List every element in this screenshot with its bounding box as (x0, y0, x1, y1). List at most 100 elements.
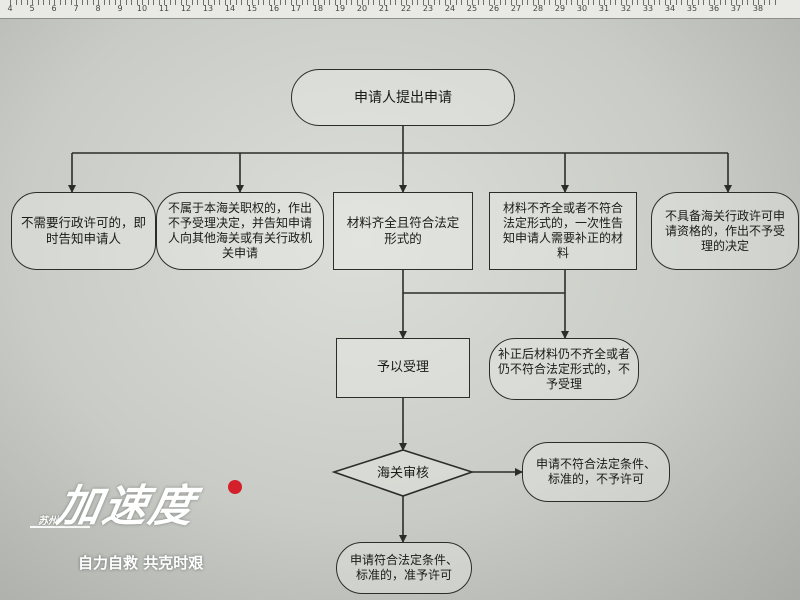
ruler-tick (692, 0, 693, 5)
ruler-tick (565, 0, 567, 5)
ruler-number: 32 (620, 4, 632, 13)
watermark-city: 苏州 (38, 516, 58, 527)
ruler-tick (263, 0, 264, 5)
ruler-tick (301, 0, 303, 5)
ruler-tick (571, 0, 572, 5)
branch-node-3: 材料齐全且符合法定形式的 (333, 192, 473, 270)
ruler-tick (604, 0, 605, 5)
branch-node-1: 不需要行政许可的，即时告知申请人 (11, 192, 156, 270)
watermark-underline (30, 526, 90, 528)
ruler-tick (109, 0, 110, 5)
ruler-tick (730, 0, 732, 5)
ruler-tick (516, 0, 517, 5)
ruler-number: 10 (136, 4, 148, 13)
ruler-tick (543, 0, 545, 5)
ruler-number: 23 (422, 4, 434, 13)
ruler-tick (681, 0, 682, 5)
ruler-tick (670, 0, 671, 5)
ruler-tick (505, 0, 506, 5)
ruler-tick (593, 0, 594, 5)
approve-node: 申请符合法定条件、标准的，准予许可 (336, 542, 472, 594)
ruler-tick (230, 0, 231, 5)
ruler-tick (774, 0, 776, 5)
ruler-tick (686, 0, 688, 5)
ruler-number: 33 (642, 4, 654, 13)
ruler-tick (560, 0, 561, 5)
ruler-tick (769, 0, 770, 5)
ruler-tick (340, 0, 341, 5)
ruler-tick (461, 0, 462, 5)
ruler-tick (48, 0, 50, 5)
ruler-tick (637, 0, 638, 5)
ruler-tick (169, 0, 171, 5)
ruler-number: 36 (708, 4, 720, 13)
ruler-number: 7 (73, 4, 79, 13)
ruler-tick (208, 0, 209, 5)
ruler-tick (538, 0, 539, 5)
ruler-tick (356, 0, 358, 5)
ruler-tick (741, 0, 743, 5)
ruler-number: 20 (356, 4, 368, 13)
branch-1-label: 不需要行政许可的，即时告知申请人 (20, 215, 146, 246)
review-label-wrap: 海关审核 (334, 462, 472, 481)
ruler-tick (142, 0, 143, 5)
ruler-tick (274, 0, 275, 5)
ruler-number: 9 (117, 4, 123, 13)
ruler-tick (615, 0, 616, 5)
ruler-tick (87, 0, 88, 5)
ruler-tick (697, 0, 699, 5)
ruler-tick (582, 0, 583, 5)
ruler-tick (125, 0, 127, 5)
ruler-tick (532, 0, 534, 5)
ruler-number: 12 (180, 4, 192, 13)
ruler-number: 38 (752, 4, 764, 13)
ruler-number: 13 (202, 4, 214, 13)
ruler-tick (318, 0, 319, 5)
ruler-tick (103, 0, 105, 5)
ruler-tick (758, 0, 759, 5)
approve-label: 申请符合法定条件、标准的，准予许可 (349, 553, 458, 582)
ruler-number: 19 (334, 4, 346, 13)
ruler-tick (37, 0, 39, 5)
ruler-tick (81, 0, 83, 5)
ruler-number: 21 (378, 4, 390, 13)
ruler-tick (147, 0, 149, 5)
ruler-number: 5 (29, 4, 35, 13)
branch-node-5: 不具备海关行政许可申请资格的，作出不予受理的决定 (651, 192, 799, 270)
ruler-tick (736, 0, 737, 5)
ruler-tick (406, 0, 407, 5)
branch-4-label: 材料不齐全或者不符合法定形式的，一次性告知申请人需要补正的材料 (502, 201, 623, 260)
ruler-tick (285, 0, 286, 5)
ruler-tick (224, 0, 226, 5)
ruler-tick (719, 0, 721, 5)
ruler-tick (219, 0, 220, 5)
ruler-tick (241, 0, 242, 5)
accept-node: 予以受理 (336, 338, 470, 398)
ruler-tick (279, 0, 281, 5)
ruler-number: 26 (488, 4, 500, 13)
ruler-tick (202, 0, 204, 5)
ruler-number: 22 (400, 4, 412, 13)
ruler-tick (664, 0, 666, 5)
ruler-tick (703, 0, 704, 5)
ruler-tick (32, 0, 33, 5)
ruler-tick (164, 0, 165, 5)
ruler-tick (334, 0, 336, 5)
ruler-tick (395, 0, 396, 5)
branch-3-label: 材料齐全且符合法定形式的 (346, 215, 460, 246)
ruler-tick (21, 0, 22, 5)
ruler-tick (213, 0, 215, 5)
start-label: 申请人提出申请 (354, 89, 452, 106)
ruler-tick (466, 0, 468, 5)
ruler-tick (763, 0, 765, 5)
ruler-tick (15, 0, 17, 5)
ruler-tick (444, 0, 446, 5)
ruler-number: 18 (312, 4, 324, 13)
ruler-tick (488, 0, 490, 5)
ruler-tick (675, 0, 677, 5)
ruler-number: 14 (224, 4, 236, 13)
branch-2-label: 不属于本海关职权的，作出不予受理决定，并告知申请人向其他海关或有关行政机关申请 (167, 201, 312, 260)
ruler-tick (323, 0, 325, 5)
